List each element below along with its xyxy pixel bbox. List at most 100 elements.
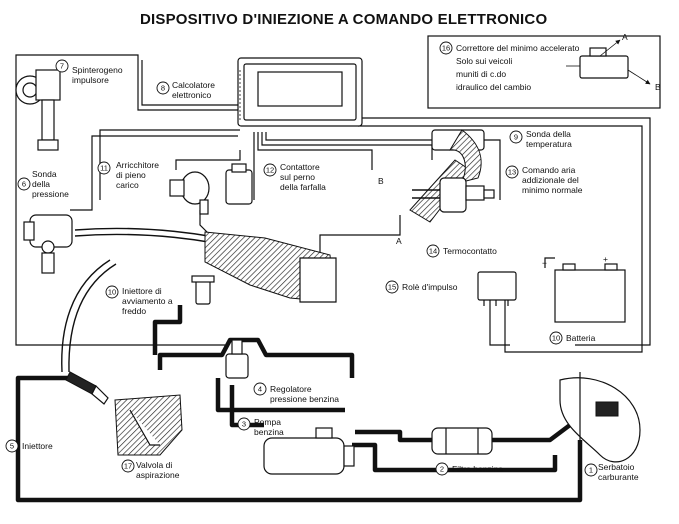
- callout-circle-calcolatore: [156, 81, 170, 95]
- label-line-serbatoio-0: Serbatoio: [598, 462, 635, 472]
- ecu-unit: [237, 57, 363, 127]
- label-line-contattore-2: della farfalla: [280, 182, 326, 192]
- fuel-lines: [15, 305, 583, 503]
- callout-number-iniettore: 5: [10, 442, 14, 451]
- label-line-regolatore-1: pressione benzina: [270, 394, 339, 404]
- label-line-role-impulso-0: Rolè d'impulso: [402, 282, 458, 292]
- fuel-filter-icon: [431, 427, 493, 455]
- callout-number-serbatoio: 1: [589, 466, 593, 475]
- label-line-correttore-0: Correttore del minimo accelerato: [456, 43, 580, 53]
- label-iniettore: 5 Iniettore: [5, 439, 53, 453]
- callout-number-comando-aria: 13: [508, 168, 516, 177]
- label-line-contattore-0: Contattore: [280, 162, 320, 172]
- callout-circle-sonda-pressione: [17, 177, 31, 191]
- injector-icon: [65, 371, 109, 405]
- battery-plus: +: [603, 254, 608, 264]
- label-line-valvola-1: aspirazione: [136, 470, 180, 480]
- callout-number-arricchitore: 11: [100, 164, 108, 173]
- label-line-spinterogeno-1: impulsore: [72, 75, 109, 85]
- impulse-relay-icon: [477, 271, 517, 306]
- label-line-arricchitore-1: di pieno: [116, 170, 146, 180]
- battery-icon: [554, 263, 626, 323]
- label-line-sonda-pressione-1: della: [32, 179, 50, 189]
- callout-circle-role-impulso: [385, 280, 399, 294]
- callout-circle-valvola: [121, 459, 135, 473]
- label-b-main: B: [378, 176, 384, 186]
- label-line-batteria-0: Batteria: [566, 333, 596, 343]
- idle-air-valve-icon: [412, 177, 495, 213]
- diagram-title: DISPOSITIVO D'INIEZIONE A COMANDO ELETTR…: [140, 11, 547, 28]
- label-b-inset: B: [655, 82, 661, 92]
- intake-valve-icon: [114, 394, 183, 456]
- label-filtro: 2 Filtro benzina: [435, 462, 503, 476]
- label-line-arricchitore-0: Arricchitore: [116, 160, 159, 170]
- label-line-comando-aria-0: Comando aria: [522, 165, 576, 175]
- label-line-serbatoio-1: carburante: [598, 472, 639, 482]
- callout-circle-contattore: [263, 163, 277, 177]
- callout-number-calcolatore: 8: [161, 84, 165, 93]
- label-line-correttore-2: muniti di c.do: [456, 69, 506, 79]
- label-line-contattore-1: sul perno: [280, 172, 315, 182]
- label-line-comando-aria-2: minimo normale: [522, 185, 583, 195]
- battery-minus: −: [542, 258, 547, 268]
- callout-number-regolatore: 4: [258, 385, 262, 394]
- cold-start-injector-icon: [191, 275, 215, 305]
- label-line-iniettore-avviamento-2: freddo: [122, 306, 146, 316]
- callout-number-contattore: 12: [266, 166, 274, 175]
- temperature-sensor-icon: [431, 129, 485, 183]
- callout-circle-correttore: [439, 41, 453, 55]
- label-a-inset: A: [622, 32, 628, 42]
- fuel-pump-icon: [263, 427, 355, 475]
- callout-circle-batteria: [549, 331, 563, 345]
- label-line-iniettore-avviamento-1: avviamento a: [122, 296, 173, 306]
- label-line-pompa-0: Pompa: [254, 417, 281, 427]
- callout-circle-arricchitore: [97, 161, 111, 175]
- callout-circle-iniettore-avviamento: [105, 285, 119, 299]
- callout-circle-pompa: [237, 417, 251, 431]
- callout-circle-termocontatto: [426, 244, 440, 258]
- callout-number-filtro: 2: [440, 465, 444, 474]
- callout-number-correttore: 16: [442, 44, 450, 53]
- callout-circle-iniettore: [5, 439, 19, 453]
- label-line-termocontatto-0: Termocontatto: [443, 246, 497, 256]
- enricher-icon: [169, 171, 210, 215]
- label-line-iniettore-0: Iniettore: [22, 441, 53, 451]
- callout-circle-comando-aria: [505, 165, 519, 179]
- pressure-regulator-icon: [225, 339, 249, 379]
- callout-circle-regolatore: [253, 382, 267, 396]
- label-line-calcolatore-0: Calcolatore: [172, 80, 215, 90]
- throttle-switch-icon: [225, 163, 253, 205]
- label-line-correttore-3: idraulico del cambio: [456, 82, 531, 92]
- label-line-correttore-1: Solo sui veicoli: [456, 56, 512, 66]
- label-line-pompa-1: benzina: [254, 427, 284, 437]
- pressure-sensor-icon: [23, 214, 73, 274]
- idle-corrector-inset: [427, 35, 661, 109]
- callout-number-pompa: 3: [242, 420, 246, 429]
- label-line-sonda-temperatura-0: Sonda della: [526, 129, 571, 139]
- label-line-sonda-pressione-0: Sonda: [32, 169, 57, 179]
- label-line-sonda-pressione-2: pressione: [32, 189, 69, 199]
- callout-number-batteria: 10: [552, 334, 560, 343]
- label-line-filtro-0: Filtro benzina: [452, 464, 503, 474]
- label-line-arricchitore-2: carico: [116, 180, 139, 190]
- label-batteria: 10 Batteria: [549, 331, 596, 345]
- label-line-calcolatore-1: elettronico: [172, 90, 211, 100]
- callout-number-sonda-pressione: 6: [22, 180, 26, 189]
- label-line-iniettore-avviamento-0: Iniettore di: [122, 286, 162, 296]
